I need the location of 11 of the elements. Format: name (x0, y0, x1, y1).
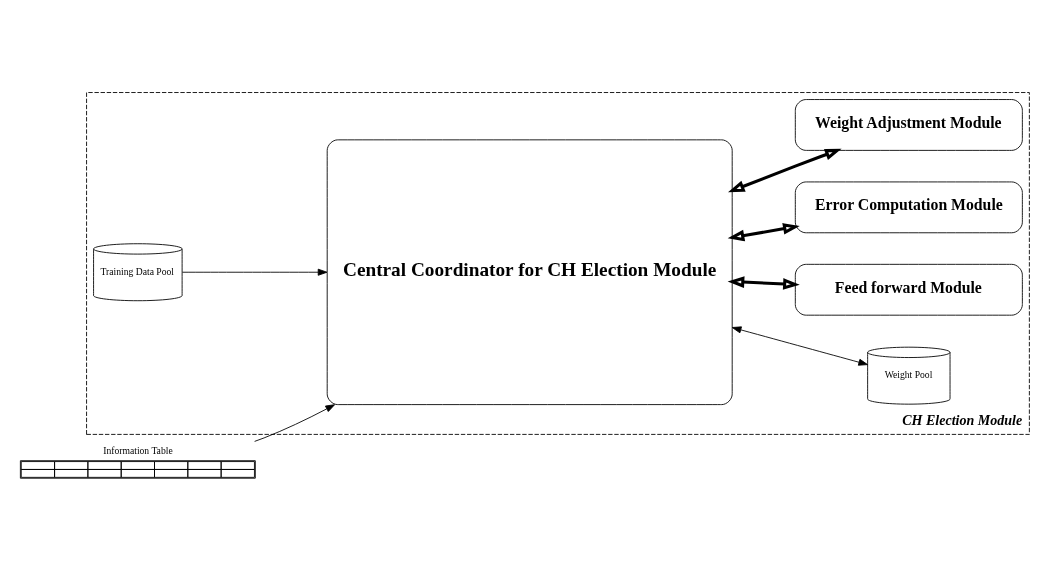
node-box: Weight Adjustment Module (794, 99, 1023, 151)
arrow (727, 276, 800, 290)
node-box: Central Coordinator for CH Election Module (326, 139, 733, 406)
arrow (181, 268, 328, 276)
arrow (727, 223, 800, 242)
arrow (731, 326, 868, 366)
node-box: Error Computation Module (794, 181, 1023, 234)
arrow (254, 404, 336, 442)
node-label: Information Table (103, 445, 173, 457)
arrow (728, 148, 842, 193)
node-box: Feed forward Module (794, 263, 1023, 316)
